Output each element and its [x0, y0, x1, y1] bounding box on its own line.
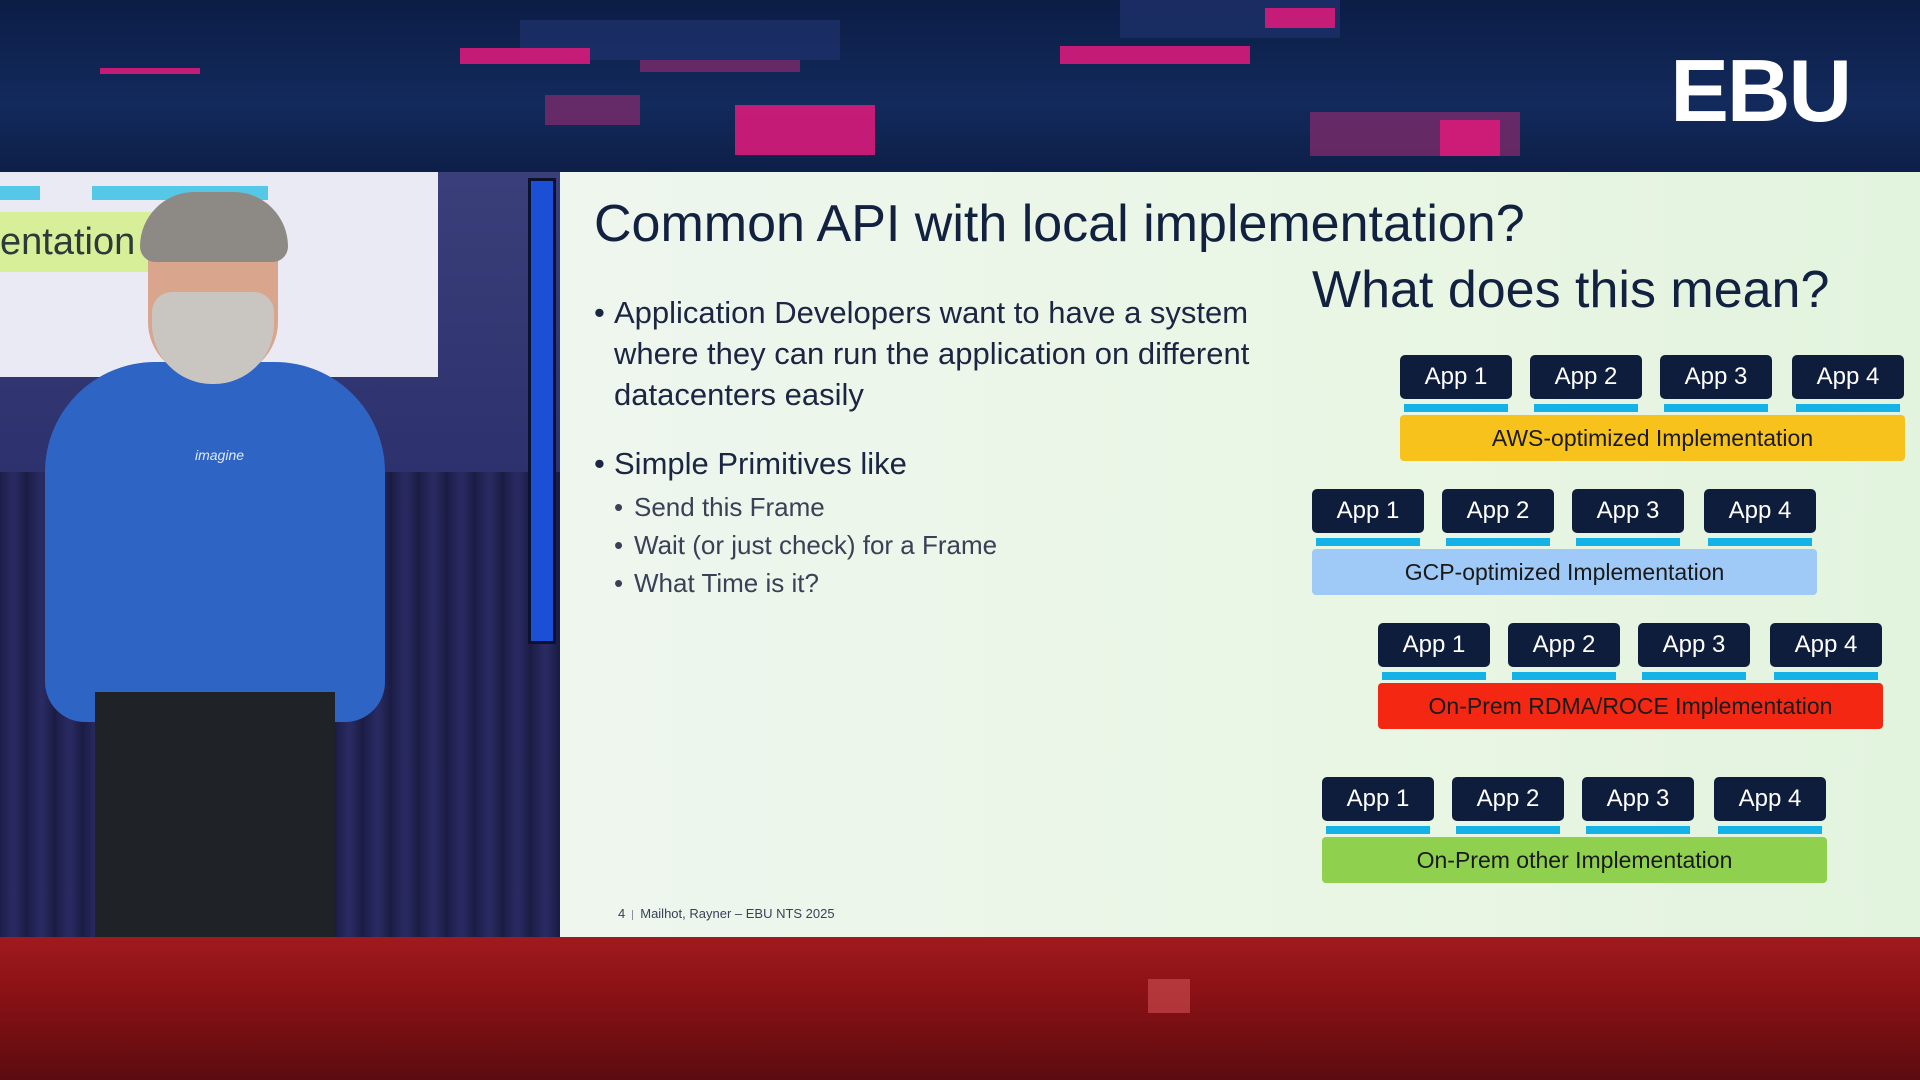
presentation-slide: Common API with local implementation? Ap… [560, 172, 1920, 937]
app-box: App 3 [1582, 777, 1694, 821]
connector [1456, 826, 1560, 834]
speaker-photo: entation imagine [0, 172, 560, 937]
connector [1534, 404, 1638, 412]
bullet-item: Simple Primitives like [594, 443, 1314, 484]
speaker-hair [140, 192, 288, 262]
sub-bullet-item: Wait (or just check) for a Frame [594, 526, 1314, 564]
app-box: App 4 [1792, 355, 1904, 399]
slide-title: Common API with local implementation? [594, 195, 1525, 253]
diagram-title: What does this mean? [1312, 261, 1830, 319]
speaker-beard [152, 292, 274, 384]
implementation-group-gcp: App 1 App 2 App 3 App 4 GCP-optimized Im… [1312, 489, 1817, 599]
bullet-list: Application Developers want to have a sy… [594, 292, 1314, 602]
stage-screen-edge [528, 178, 556, 644]
sub-bullet-item: Send this Frame [594, 488, 1314, 526]
slide-footer: 4 Mailhot, Rayner – EBU NTS 2025 [618, 906, 835, 921]
connector [1512, 672, 1616, 680]
app-box: App 4 [1704, 489, 1816, 533]
app-box: App 3 [1572, 489, 1684, 533]
implementation-group-onprem-other: App 1 App 2 App 3 App 4 On-Prem other Im… [1322, 777, 1827, 887]
footer-text: Mailhot, Rayner – EBU NTS 2025 [640, 906, 835, 921]
bottom-banner [0, 937, 1920, 1080]
connector [1382, 672, 1486, 680]
footer-divider [632, 909, 634, 920]
bullet-item: Application Developers want to have a sy… [594, 292, 1314, 415]
connector [1642, 672, 1746, 680]
sub-bullet-list: Send this Frame Wait (or just check) for… [594, 488, 1314, 602]
connector [1664, 404, 1768, 412]
top-banner: EBU [0, 0, 1920, 172]
connector [1774, 672, 1878, 680]
app-box: App 2 [1452, 777, 1564, 821]
app-box: App 1 [1312, 489, 1424, 533]
implementation-group-aws: App 1 App 2 App 3 App 4 AWS-optimized Im… [1400, 355, 1905, 465]
connector [1708, 538, 1812, 546]
app-box: App 4 [1770, 623, 1882, 667]
app-box: App 3 [1660, 355, 1772, 399]
implementation-bar: On-Prem other Implementation [1322, 837, 1827, 883]
sub-bullet-item: What Time is it? [594, 564, 1314, 602]
implementation-group-onprem-rdma: App 1 App 2 App 3 App 4 On-Prem RDMA/ROC… [1378, 623, 1883, 733]
connector [1446, 538, 1550, 546]
implementation-bar: GCP-optimized Implementation [1312, 549, 1817, 595]
connector [1718, 826, 1822, 834]
speaker-shirt: imagine [45, 362, 385, 722]
app-box: App 2 [1530, 355, 1642, 399]
app-box: App 2 [1442, 489, 1554, 533]
app-box: App 4 [1714, 777, 1826, 821]
page-number: 4 [618, 906, 626, 921]
connector [1404, 404, 1508, 412]
ebu-logo: EBU [1670, 41, 1852, 140]
implementation-bar: On-Prem RDMA/ROCE Implementation [1378, 683, 1883, 729]
app-box: App 1 [1400, 355, 1512, 399]
connector [1796, 404, 1900, 412]
app-box: App 1 [1322, 777, 1434, 821]
speaker-pants [95, 692, 335, 937]
stage-light [1148, 979, 1190, 1013]
connector [1316, 538, 1420, 546]
app-box: App 3 [1638, 623, 1750, 667]
connector [1586, 826, 1690, 834]
connector [1576, 538, 1680, 546]
implementation-bar: AWS-optimized Implementation [1400, 415, 1905, 461]
background-screen-bar [0, 186, 40, 200]
connector [1326, 826, 1430, 834]
app-box: App 1 [1378, 623, 1490, 667]
shirt-logo: imagine [195, 447, 245, 463]
app-box: App 2 [1508, 623, 1620, 667]
